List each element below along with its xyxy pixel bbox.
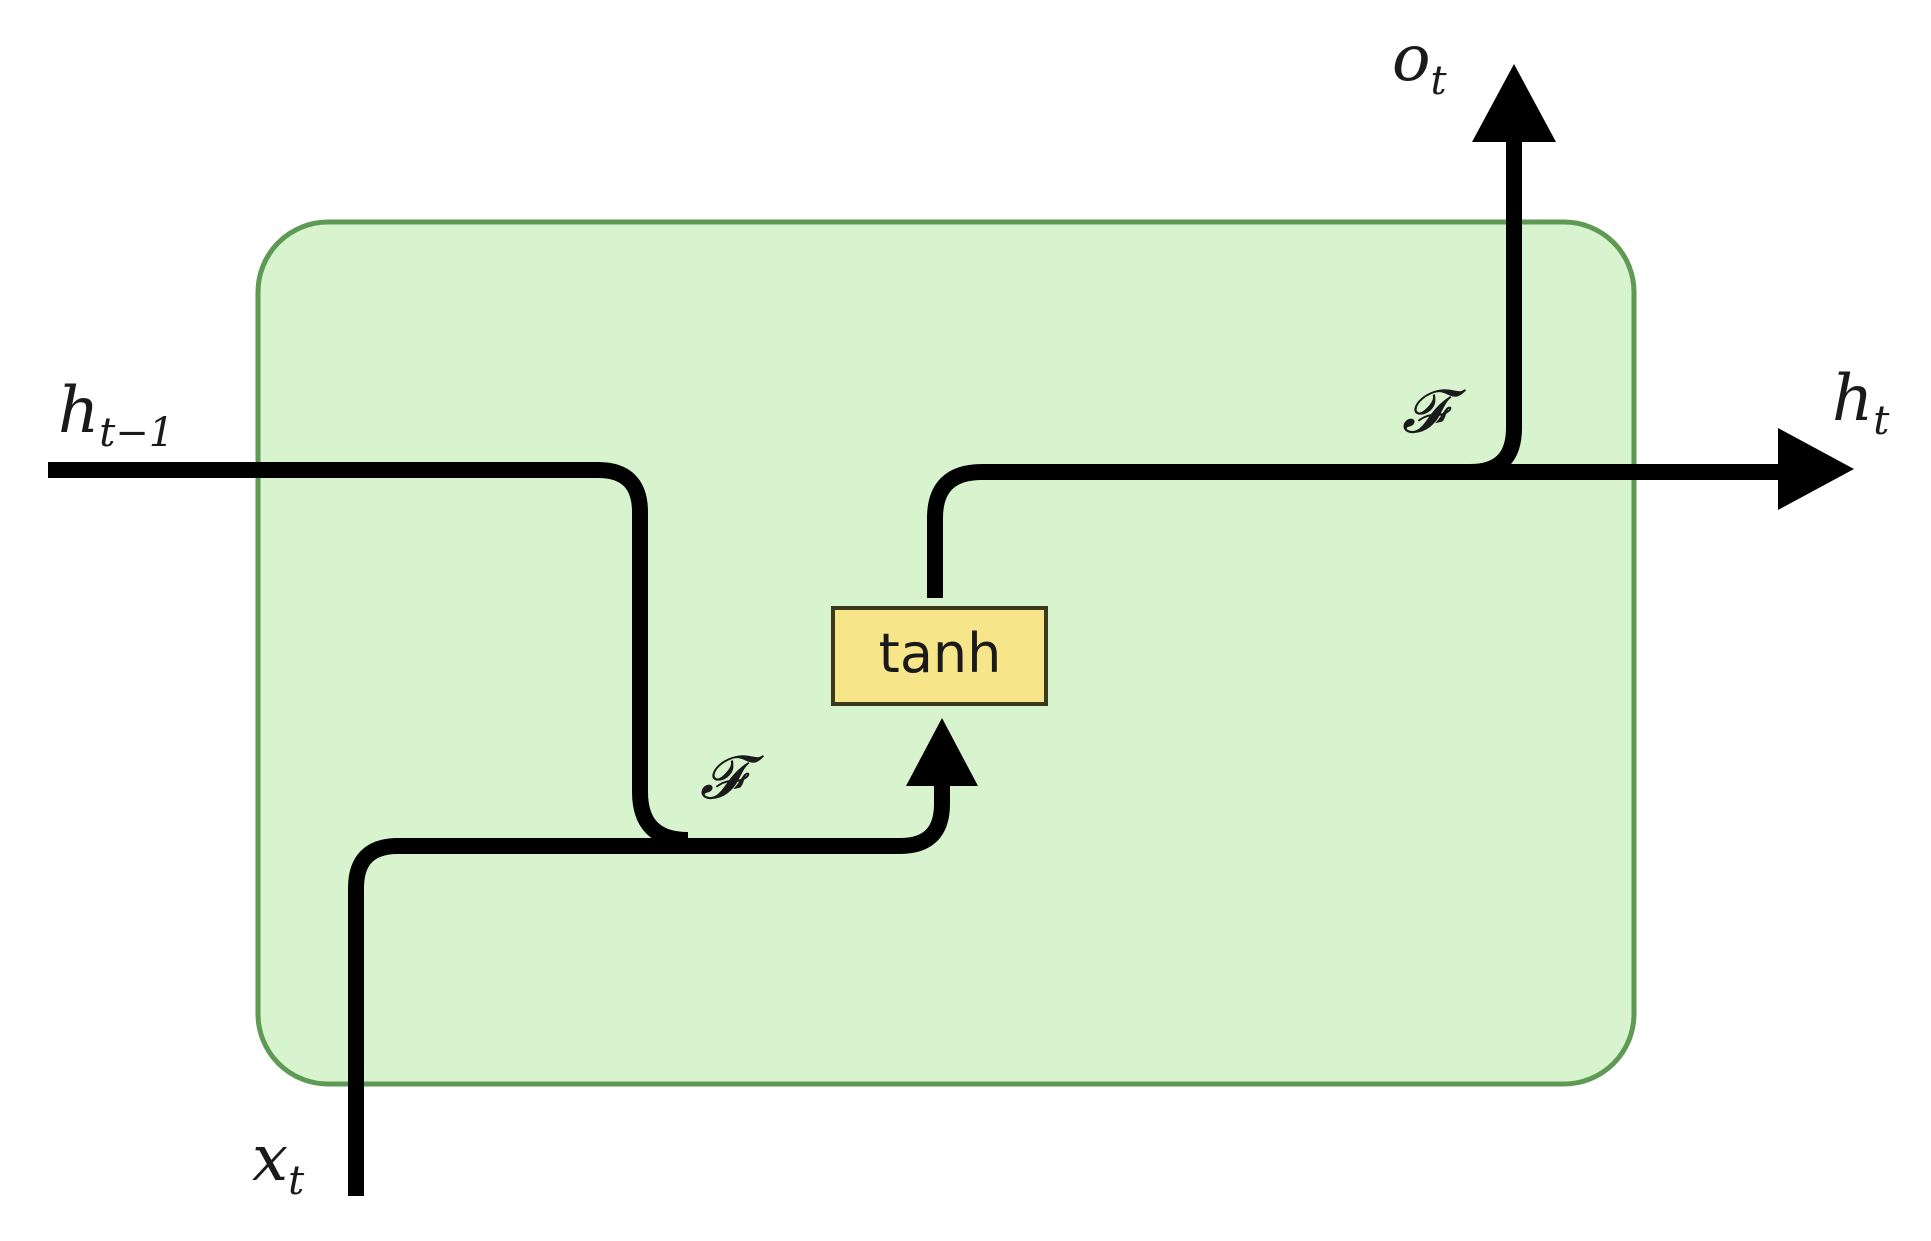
hidden-output-line bbox=[927, 464, 1790, 598]
hidden-input-line bbox=[48, 462, 689, 848]
tanh-label: tanh bbox=[879, 622, 1002, 685]
hidden-prev-label: ht−1 bbox=[58, 374, 174, 456]
output-arrowhead bbox=[1472, 64, 1556, 142]
input-line bbox=[348, 770, 950, 1196]
tanh-input-arrowhead bbox=[906, 718, 978, 786]
output-label: ot bbox=[1392, 22, 1448, 104]
hidden-output-label: ht bbox=[1832, 362, 1890, 444]
hidden-output-arrowhead bbox=[1778, 428, 1854, 510]
tanh-box bbox=[831, 606, 1048, 706]
input-label: xt bbox=[252, 1122, 305, 1204]
output-branch-line bbox=[1469, 140, 1522, 480]
